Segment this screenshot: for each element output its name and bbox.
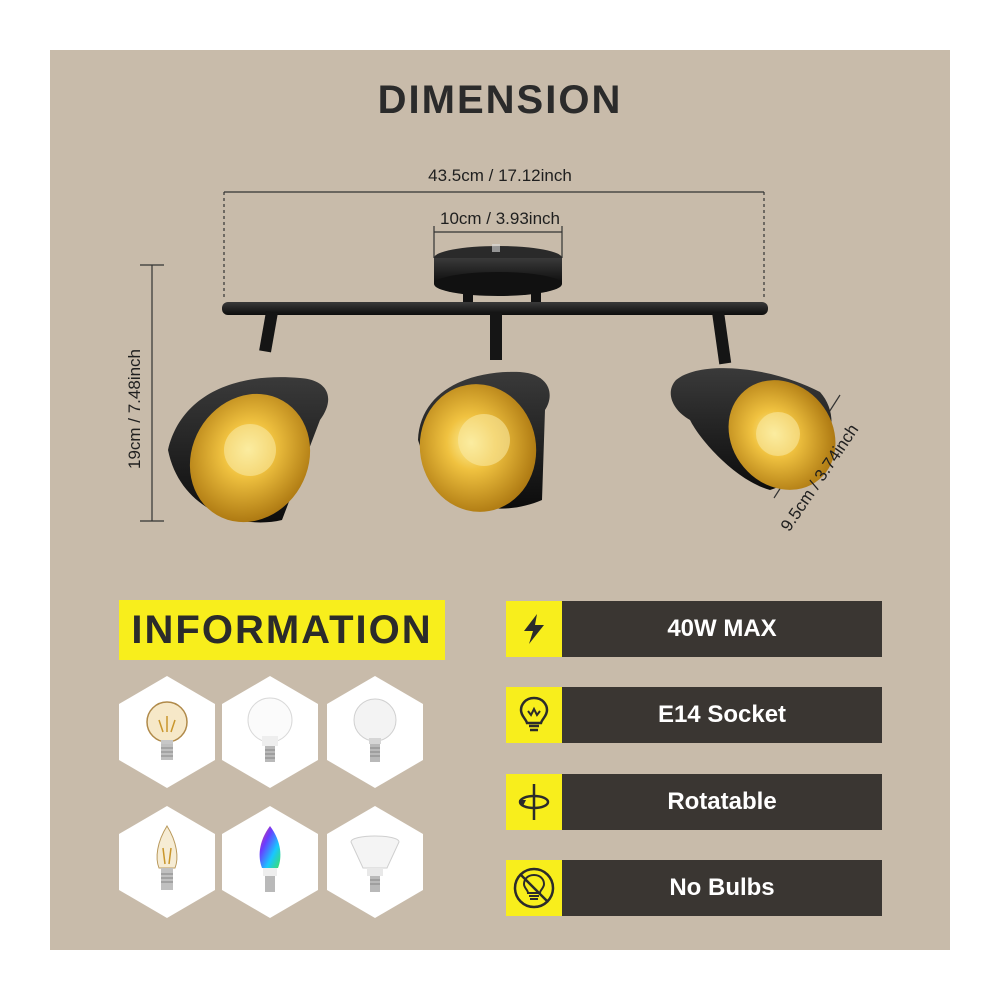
page-title: DIMENSION (377, 78, 623, 122)
led-globe-bulb-icon (222, 676, 318, 788)
bulb-icon (506, 687, 562, 743)
feature-label: No Bulbs (562, 860, 882, 916)
width-dimension-line (223, 191, 765, 300)
feature-row-socket: E14 Socket (506, 687, 882, 743)
feature-label: Rotatable (562, 774, 882, 830)
feature-row-rotatable: Rotatable (506, 774, 882, 830)
feature-label: E14 Socket (562, 687, 882, 743)
reflector-bulb-icon (327, 806, 423, 918)
feature-label: 40W MAX (562, 601, 882, 657)
information-title: INFORMATION (119, 600, 445, 660)
canopy-dimension-line (433, 226, 563, 258)
filament-globe-bulb-icon (119, 676, 215, 788)
no-bulb-icon (506, 860, 562, 916)
mounting-bar (222, 302, 768, 315)
canopy-dimension-label: 10cm / 3.93inch (439, 209, 560, 228)
lightning-icon (506, 601, 562, 657)
frosted-globe-bulb-icon (327, 676, 423, 788)
spotlight-left (168, 310, 329, 523)
feature-row-wattage: 40W MAX (506, 601, 882, 657)
width-dimension-label: 43.5cm / 17.12inch (428, 166, 572, 185)
spotlight-middle (418, 312, 550, 512)
rgb-candle-bulb-icon (222, 806, 318, 918)
product-illustration (140, 191, 841, 523)
rotate-icon (506, 774, 562, 830)
feature-row-no-bulbs: No Bulbs (506, 860, 882, 916)
ceiling-canopy (434, 244, 562, 306)
height-dimension-line (140, 264, 164, 522)
spotlight-right (670, 311, 836, 490)
filament-candle-bulb-icon (119, 806, 215, 918)
